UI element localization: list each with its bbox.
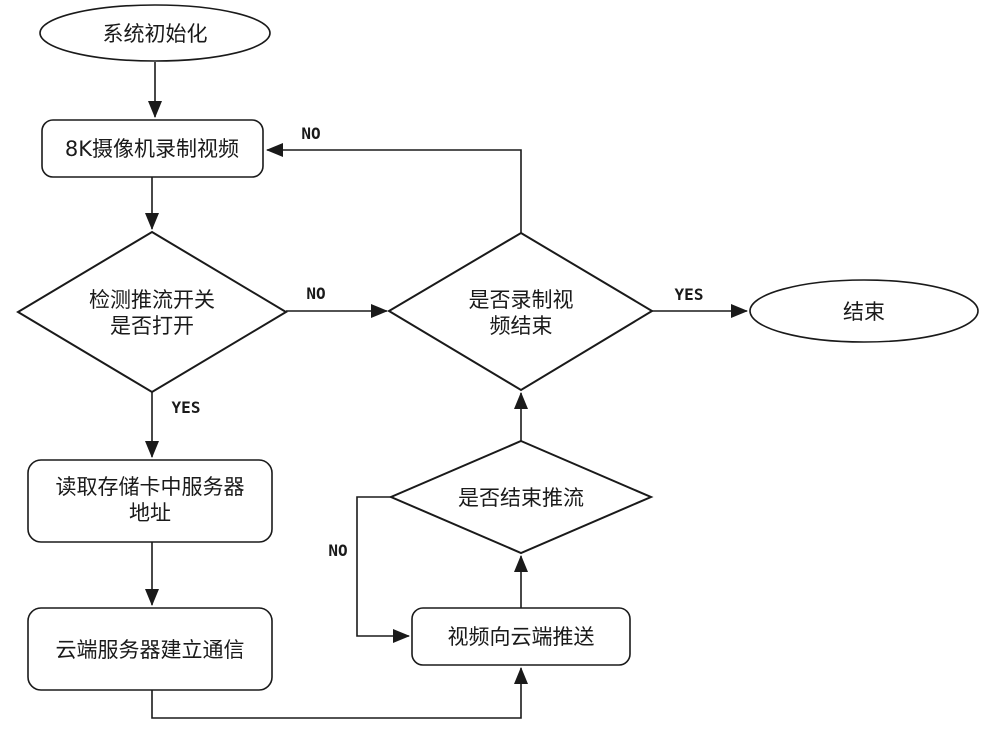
edge-label-yes-switch: YES [172, 398, 201, 417]
push-video-box [411, 607, 631, 666]
connect-cloud-box [27, 607, 273, 691]
check-switch-label-line1: 检测推流开关 [89, 288, 215, 312]
record-box [41, 119, 264, 178]
push-video-label: 视频向云端推送 [448, 625, 595, 649]
record-label: 8K摄像机录制视频 [65, 137, 239, 161]
edge-check-stream-end-no-to-push-video [356, 496, 410, 643]
edge-label-yes-record-end: YES [675, 285, 704, 304]
edge-label-no-record-loop: NO [301, 124, 320, 143]
edge-label-no-stream-end: NO [328, 541, 347, 560]
check-stream-end-label: 是否结束推流 [458, 486, 584, 510]
read-address-label-line2: 地址 [129, 501, 171, 525]
node-check-switch: 检测推流开关 是否打开 [16, 230, 288, 394]
check-stream-end-diamond [388, 439, 654, 555]
edge-check-record-end-no-to-record [266, 143, 522, 233]
node-start: 系统初始化 [39, 4, 271, 62]
start-label: 系统初始化 [103, 22, 208, 46]
read-address-box [27, 459, 273, 543]
connect-cloud-label: 云端服务器建立通信 [56, 638, 245, 662]
end-label: 结束 [843, 300, 885, 324]
edge-connect-cloud-to-push-video [151, 667, 528, 719]
read-address-label-line1: 读取存储卡中服务器 [56, 475, 245, 499]
node-push-video: 视频向云端推送 [411, 607, 631, 666]
check-switch-diamond [16, 230, 288, 394]
check-record-end-label-line1: 是否录制视 [469, 288, 574, 312]
check-record-end-diamond [387, 231, 654, 392]
node-read-address: 读取存储卡中服务器 地址 [27, 459, 273, 543]
node-end: 结束 [749, 279, 979, 343]
edge-label-no-switch: NO [306, 284, 325, 303]
node-check-record-end: 是否录制视 频结束 [387, 231, 654, 392]
node-check-stream-end: 是否结束推流 [388, 439, 654, 555]
node-connect-cloud: 云端服务器建立通信 [27, 607, 273, 691]
end-ellipse [749, 279, 979, 343]
check-switch-label-line2: 是否打开 [110, 314, 194, 338]
node-record: 8K摄像机录制视频 [41, 119, 264, 178]
check-record-end-label-line2: 频结束 [490, 314, 553, 338]
start-ellipse [39, 4, 271, 62]
